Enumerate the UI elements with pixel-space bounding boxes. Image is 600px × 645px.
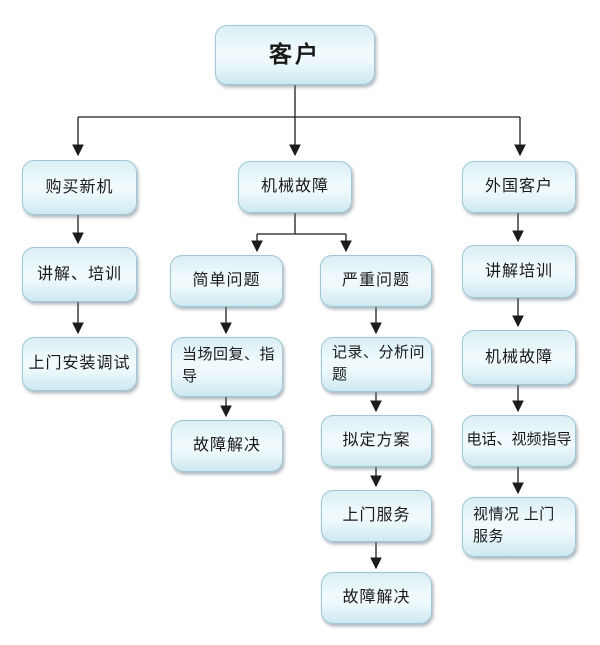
node-customer: 客户 xyxy=(215,25,375,85)
node-buy-new-machine-label: 购买新机 xyxy=(45,178,114,196)
connector-failure-split xyxy=(257,213,346,235)
node-phone-video-guidance-label: 电话、视频指导 xyxy=(466,432,572,449)
node-fault-resolved-simple: 故障解决 xyxy=(171,420,283,472)
node-mechanical-failure: 机械故障 xyxy=(238,161,352,213)
node-record-analyze-problem: 记录、分析问题 xyxy=(321,337,432,392)
node-fault-resolved-serious-label: 故障解决 xyxy=(342,589,411,607)
node-serious-problem: 严重问题 xyxy=(320,255,432,307)
node-onsite-install-debug-label: 上门安装调试 xyxy=(28,355,131,373)
node-foreign-customer-label: 外国客户 xyxy=(484,178,553,196)
node-onsite-by-situation-label: 视情况 上门服务 xyxy=(473,507,555,545)
node-draft-plan-label: 拟定方案 xyxy=(342,432,411,450)
node-onsite-service-label: 上门服务 xyxy=(342,507,411,525)
node-onspot-reply-guidance-label: 当场回复、指导 xyxy=(182,347,276,385)
node-buy-new-machine: 购买新机 xyxy=(22,160,137,215)
node-phone-video-guidance: 电话、视频指导 xyxy=(462,415,576,467)
node-draft-plan: 拟定方案 xyxy=(321,415,432,467)
node-simple-problem-label: 简单问题 xyxy=(192,272,261,290)
node-explain-training-foreign: 讲解培训 xyxy=(462,245,576,298)
node-onspot-reply-guidance: 当场回复、指导 xyxy=(171,337,283,397)
node-customer-label: 客户 xyxy=(269,42,321,68)
node-fault-resolved-serious: 故障解决 xyxy=(321,572,432,624)
node-onsite-service: 上门服务 xyxy=(321,490,432,542)
node-record-analyze-problem-label: 记录、分析问题 xyxy=(332,344,426,383)
node-onsite-install-debug: 上门安装调试 xyxy=(22,337,137,391)
node-serious-problem-label: 严重问题 xyxy=(341,272,410,290)
node-mechanical-failure-label: 机械故障 xyxy=(260,178,329,196)
node-foreign-customer: 外国客户 xyxy=(462,161,576,213)
connector-customer-stem xyxy=(78,85,520,118)
node-explain-and-training-label: 讲解、培训 xyxy=(36,265,122,283)
node-simple-problem: 简单问题 xyxy=(170,255,283,307)
node-mechanical-failure-foreign: 机械故障 xyxy=(462,330,576,385)
node-fault-resolved-simple-label: 故障解决 xyxy=(192,437,261,455)
node-explain-and-training: 讲解、培训 xyxy=(22,247,137,302)
node-onsite-by-situation: 视情况 上门服务 xyxy=(462,497,576,557)
node-mechanical-failure-foreign-label: 机械故障 xyxy=(484,348,553,366)
node-explain-training-foreign-label: 讲解培训 xyxy=(484,262,553,280)
